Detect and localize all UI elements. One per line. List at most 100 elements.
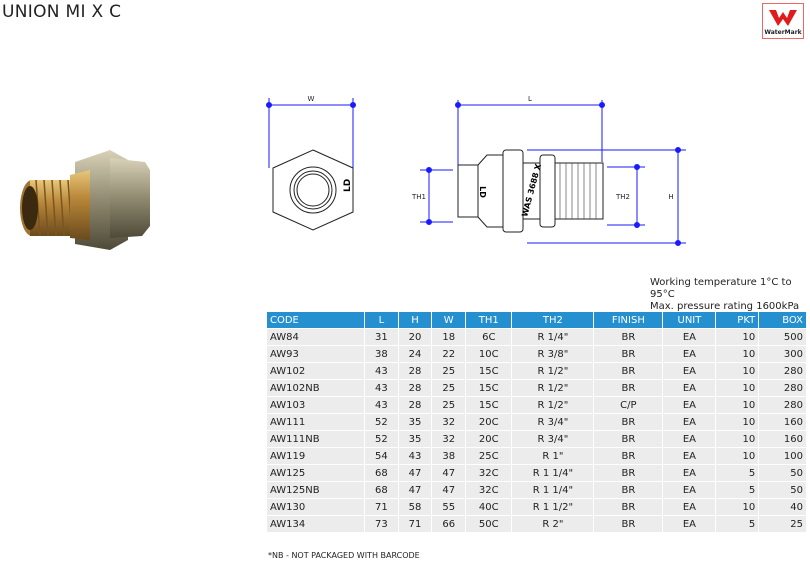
cell-th1: 20C: [466, 431, 512, 447]
cell-th1: 15C: [466, 397, 512, 413]
dim-w-label: W: [308, 95, 315, 103]
cell-h: 58: [398, 499, 432, 515]
watermark-logo: WaterMark: [762, 3, 804, 39]
cell-h: 28: [398, 363, 432, 379]
dim-th1-label: TH1: [411, 193, 426, 201]
cell-finish: BR: [594, 346, 663, 362]
cell-th2: R 3/8": [512, 346, 594, 362]
cell-pkt: 10: [716, 363, 759, 379]
cell-unit: EA: [663, 329, 716, 345]
cell-l: 71: [365, 499, 398, 515]
cell-th2: R 2": [512, 516, 594, 532]
cell-pkt: 5: [716, 482, 759, 498]
cell-w: 47: [432, 482, 466, 498]
cell-th1: 50C: [466, 516, 512, 532]
cell-finish: BR: [594, 482, 663, 498]
cell-th1: 32C: [466, 482, 512, 498]
cell-th1: 15C: [466, 363, 512, 379]
max-pressure: Max. pressure rating 1600kPa: [650, 301, 800, 312]
cell-box: 280: [759, 363, 806, 379]
cell-pkt: 10: [716, 448, 759, 464]
cell-box: 50: [759, 465, 806, 481]
cell-h: 35: [398, 414, 432, 430]
cell-l: 73: [365, 516, 398, 532]
column-header-h: H: [398, 312, 432, 328]
cell-unit: EA: [663, 363, 716, 379]
cell-box: 100: [759, 448, 806, 464]
cell-w: 55: [432, 499, 466, 515]
cell-unit: EA: [663, 465, 716, 481]
cell-box: 25: [759, 516, 806, 532]
cell-box: 160: [759, 431, 806, 447]
cell-finish: BR: [594, 380, 663, 396]
cell-l: 68: [365, 465, 398, 481]
cell-th1: 15C: [466, 380, 512, 396]
cell-finish: C/P: [594, 397, 663, 413]
cell-unit: EA: [663, 482, 716, 498]
cell-pkt: 10: [716, 431, 759, 447]
cell-th2: R 3/4": [512, 431, 594, 447]
cell-l: 68: [365, 482, 398, 498]
cell-th1: 6C: [466, 329, 512, 345]
cell-finish: BR: [594, 414, 663, 430]
cell-h: 47: [398, 482, 432, 498]
cell-l: 52: [365, 431, 398, 447]
cell-code: AW102: [267, 363, 365, 379]
cell-w: 32: [432, 431, 466, 447]
cell-finish: BR: [594, 431, 663, 447]
cell-code: AW84: [267, 329, 365, 345]
cell-unit: EA: [663, 380, 716, 396]
cell-w: 25: [432, 380, 466, 396]
column-header-unit: UNIT: [663, 312, 716, 328]
cell-th1: 10C: [466, 346, 512, 362]
cell-th1: 32C: [466, 465, 512, 481]
column-header-w: W: [432, 312, 466, 328]
front-mark: LD: [343, 179, 353, 192]
cell-th2: R 1/2": [512, 397, 594, 413]
cell-th1: 40C: [466, 499, 512, 515]
cell-code: AW111NB: [267, 431, 365, 447]
cell-code: AW125: [267, 465, 365, 481]
cell-code: AW125NB: [267, 482, 365, 498]
cell-th1: 25C: [466, 448, 512, 464]
cell-unit: EA: [663, 397, 716, 413]
cell-th2: R 1": [512, 448, 594, 464]
cell-finish: BR: [594, 448, 663, 464]
cell-h: 20: [398, 329, 432, 345]
cell-w: 47: [432, 465, 466, 481]
cell-unit: EA: [663, 346, 716, 362]
cell-w: 22: [432, 346, 466, 362]
cell-w: 18: [432, 329, 466, 345]
cell-l: 43: [365, 363, 398, 379]
cell-pkt: 10: [716, 397, 759, 413]
cell-w: 25: [432, 397, 466, 413]
cell-pkt: 5: [716, 465, 759, 481]
cell-th2: R 1/2": [512, 363, 594, 379]
cell-code: AW130: [267, 499, 365, 515]
cell-l: 52: [365, 414, 398, 430]
column-header-finish: FINISH: [594, 312, 663, 328]
cell-h: 28: [398, 397, 432, 413]
specs-notes: Working temperature 1°C to 95°C Max. pre…: [650, 277, 810, 313]
page-title: UNION MI X C: [2, 2, 122, 22]
cell-h: 35: [398, 431, 432, 447]
cell-unit: EA: [663, 431, 716, 447]
cell-finish: BR: [594, 499, 663, 515]
column-header-box: BOX: [759, 312, 806, 328]
cell-code: AW103: [267, 397, 365, 413]
technical-drawing: LD LD WAS 3688 X W L TH1 TH2 H: [266, 95, 686, 246]
cell-pkt: 10: [716, 329, 759, 345]
footnote: *NB - NOT PACKAGED WITH BARCODE: [268, 551, 420, 560]
column-header-pkt: PKT: [716, 312, 759, 328]
cell-box: 280: [759, 397, 806, 413]
cell-box: 160: [759, 414, 806, 430]
cell-l: 54: [365, 448, 398, 464]
cell-code: AW134: [267, 516, 365, 532]
